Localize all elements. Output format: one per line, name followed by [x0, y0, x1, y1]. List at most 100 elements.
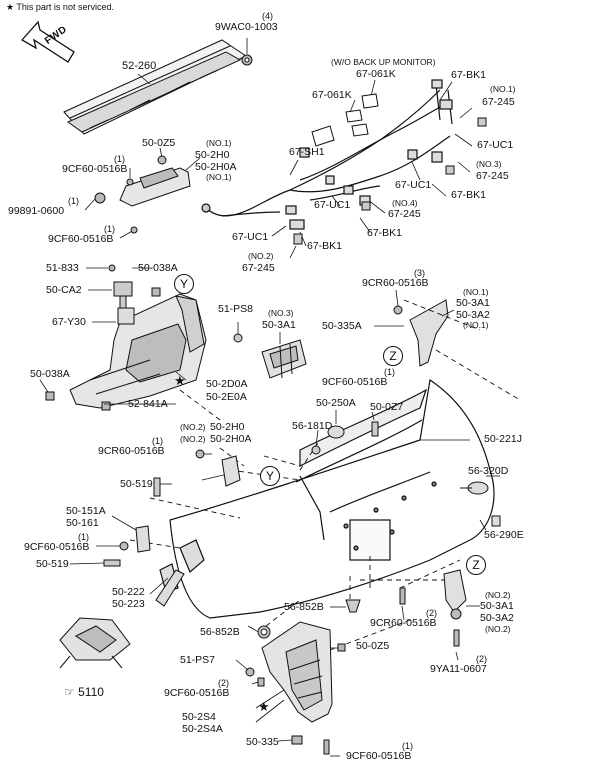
- tape-67-061k: [311, 93, 379, 147]
- parking-sensor-bracket: [261, 339, 307, 379]
- part-label-50-3a1[interactable]: 50-3A1: [480, 600, 514, 612]
- reference-link[interactable]: ☞ 5110: [64, 686, 104, 699]
- part-label-56-852b[interactable]: 56-852B: [200, 626, 240, 638]
- part-label-50-3a2[interactable]: 50-3A2: [480, 612, 514, 624]
- part-label-67-y30[interactable]: 67-Y30: [52, 316, 86, 328]
- part-label-67-bk1[interactable]: 67-BK1: [367, 227, 403, 239]
- qty-99891: (1): [68, 196, 79, 206]
- note-no1: (NO.1): [206, 172, 232, 182]
- note-no1: (NO.1): [463, 287, 489, 297]
- part-label-56-320d[interactable]: 56-320D: [468, 465, 509, 477]
- part-label-51-ps8[interactable]: 51-PS8: [218, 303, 254, 315]
- part-label-9ya11-0607[interactable]: 9YA11-0607: [430, 663, 487, 675]
- part-label-9cf60-0516b[interactable]: 9CF60-0516B: [346, 750, 412, 762]
- legend-text: This part is not serviced.: [16, 2, 114, 12]
- part-label-67-uc1[interactable]: 67-UC1: [314, 199, 351, 211]
- part-label-67-uc1[interactable]: 67-UC1: [395, 179, 432, 191]
- part-label-50-0z5[interactable]: 50-0Z5: [142, 137, 176, 149]
- part-label-50-2d0a[interactable]: 50-2D0A: [206, 378, 248, 390]
- part-label-9cr60-0516b[interactable]: 9CR60-0516B: [370, 617, 437, 629]
- part-label-67-245[interactable]: 67-245: [388, 208, 421, 220]
- pointing-hand-icon: ☞: [64, 685, 75, 699]
- part-label-67-uc1[interactable]: 67-UC1: [232, 231, 269, 243]
- note-no2: (NO.2): [485, 590, 511, 600]
- part-label-9wac0-1003[interactable]: 9WAC0-1003: [215, 21, 278, 33]
- part-label-56-290e[interactable]: 56-290E: [484, 529, 524, 541]
- side-bracket-assembly-left: [69, 293, 207, 411]
- part-label-50-2h0[interactable]: 50-2H0: [210, 421, 245, 433]
- part-label-50-223[interactable]: 50-223: [112, 598, 145, 610]
- legend: ★ This part is not serviced.: [6, 2, 114, 12]
- bumper-bracket-upper-left: [119, 167, 191, 207]
- qty-9cr60: (3): [414, 268, 425, 278]
- note-no3: (NO.3): [476, 159, 502, 169]
- reference-number: 5110: [78, 685, 104, 699]
- part-label-51-833[interactable]: 51-833: [46, 262, 79, 274]
- part-label-67-bk1[interactable]: 67-BK1: [307, 240, 343, 252]
- part-label-67-sh1[interactable]: 67-SH1: [289, 146, 325, 158]
- part-label-50-0z5[interactable]: 50-0Z5: [356, 640, 390, 652]
- part-label-50-3a2[interactable]: 50-3A2: [456, 309, 490, 321]
- part-label-50-038a[interactable]: 50-038A: [138, 262, 178, 274]
- part-label-67-061k[interactable]: 67-061K: [356, 68, 396, 80]
- legend-star-icon: ★: [6, 2, 15, 12]
- part-label-52-260[interactable]: 52-260: [122, 60, 157, 72]
- part-label-67-uc1[interactable]: 67-UC1: [477, 139, 514, 151]
- part-label-50-151a[interactable]: 50-151A: [66, 505, 106, 517]
- part-label-50-519[interactable]: 50-519: [36, 558, 69, 570]
- part-label-9cr60-0516b[interactable]: 9CR60-0516B: [362, 277, 429, 289]
- part-label-9cf60-0516b[interactable]: 9CF60-0516B: [62, 163, 128, 175]
- part-label-50-2s4a[interactable]: 50-2S4A: [182, 723, 223, 735]
- qty-9cf60: (1): [402, 741, 413, 751]
- part-label-50-2s4[interactable]: 50-2S4: [182, 711, 216, 723]
- note-no2: (NO.2): [180, 422, 206, 432]
- callout-z-lower: Z: [466, 555, 486, 575]
- note-no3: (NO.3): [268, 308, 294, 318]
- part-label-56-852b[interactable]: 56-852B: [284, 601, 324, 613]
- part-label-67-061k[interactable]: 67-061K: [312, 89, 352, 101]
- part-label-50-161[interactable]: 50-161: [66, 517, 99, 529]
- qty-9cr60: (2): [426, 608, 437, 618]
- part-label-67-bk1[interactable]: 67-BK1: [451, 69, 487, 81]
- part-label-67-245[interactable]: 67-245: [242, 262, 275, 274]
- part-label-56-181d[interactable]: 56-181D: [292, 420, 333, 432]
- part-label-67-bk1[interactable]: 67-BK1: [451, 189, 487, 201]
- part-label-50-3a1[interactable]: 50-3A1: [262, 319, 296, 331]
- part-label-9cf60-0516b[interactable]: 9CF60-0516B: [322, 376, 388, 388]
- part-label-50-221j[interactable]: 50-221J: [484, 433, 522, 445]
- part-label-50-2h0a[interactable]: 50-2H0A: [195, 161, 237, 173]
- part-label-50-ca2[interactable]: 50-CA2: [46, 284, 82, 296]
- part-label-50-2h0a[interactable]: 50-2H0A: [210, 433, 252, 445]
- note-no2: (NO.2): [485, 624, 511, 634]
- part-label-9cf60-0516b[interactable]: 9CF60-0516B: [48, 233, 114, 245]
- bolt-50-519-icon: [103, 477, 161, 567]
- part-label-50-335a[interactable]: 50-335A: [322, 320, 362, 332]
- part-label-52-841a[interactable]: 52-841A: [128, 398, 168, 410]
- part-label-9cf60-0516b[interactable]: 9CF60-0516B: [24, 541, 90, 553]
- part-label-99891-0600[interactable]: 99891-0600: [8, 205, 65, 217]
- part-label-51-ps7[interactable]: 51-PS7: [180, 654, 216, 666]
- nut-9wac0-icon: [241, 54, 253, 66]
- part-label-50-038a[interactable]: 50-038A: [30, 368, 70, 380]
- part-label-50-2e0a[interactable]: 50-2E0A: [206, 391, 247, 403]
- part-label-50-3a1[interactable]: 50-3A1: [456, 297, 490, 309]
- part-label-67-245[interactable]: 67-245: [482, 96, 515, 108]
- part-label-50-222[interactable]: 50-222: [112, 586, 145, 598]
- qty-9cf60: (1): [114, 154, 125, 164]
- part-label-50-335[interactable]: 50-335: [246, 736, 279, 748]
- qty-9cf60: (1): [384, 367, 395, 377]
- note-no1: (NO.1): [463, 320, 489, 330]
- part-label-9cr60-0516b[interactable]: 9CR60-0516B: [98, 445, 165, 457]
- note-no4: (NO.4): [392, 198, 418, 208]
- part-label-50-519[interactable]: 50-519: [120, 478, 153, 490]
- part-label-50-250a[interactable]: 50-250A: [316, 397, 356, 409]
- part-label-9cf60-0516b[interactable]: 9CF60-0516B: [164, 687, 230, 699]
- part-label-50-0z7[interactable]: 50-0Z7: [370, 401, 404, 413]
- tow-hook-cover-56-320d: [460, 481, 489, 495]
- qty-9ya11: (2): [476, 654, 487, 664]
- part-label-50-2h0[interactable]: 50-2H0: [195, 149, 230, 161]
- part-label-67-245[interactable]: 67-245: [476, 170, 509, 182]
- bumper-reinforcement-beam: [63, 39, 248, 135]
